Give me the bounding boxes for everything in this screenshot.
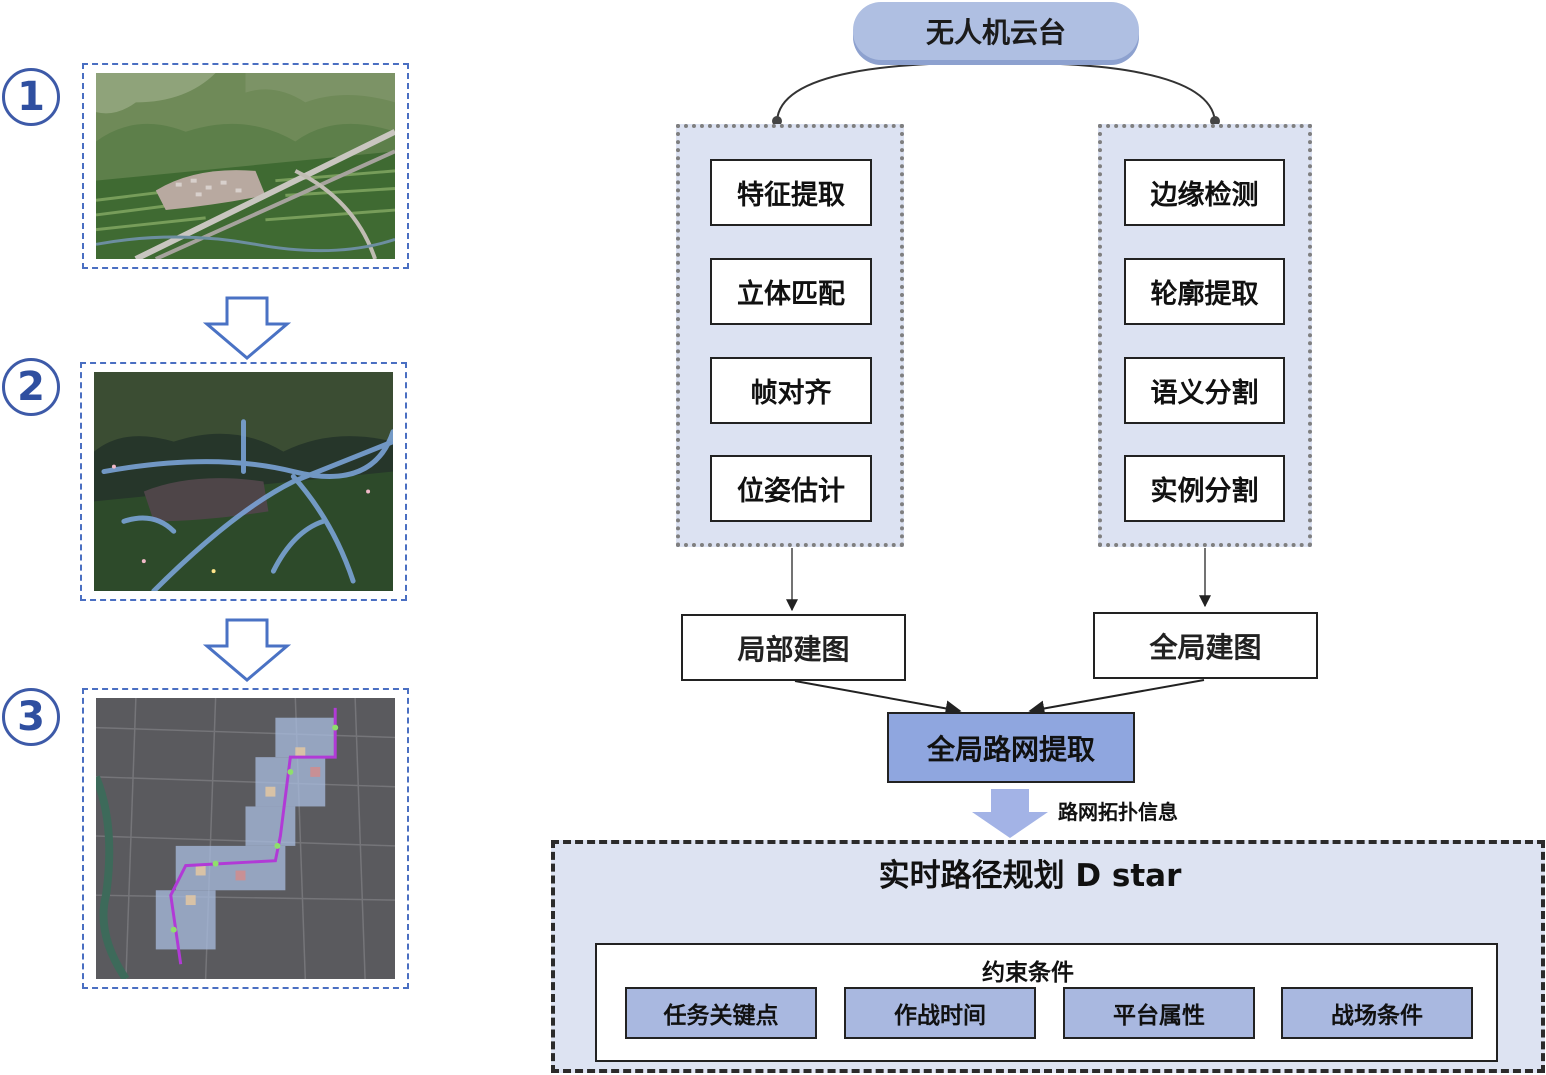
aerial-valley-photo <box>96 73 395 259</box>
step-number-1: 1 <box>2 68 60 126</box>
road-network-overlay-photo-frame <box>80 362 407 601</box>
down-block-arrow-icon <box>972 789 1048 838</box>
road-network-extraction-box: 全局路网提取 <box>887 712 1135 783</box>
gimbal-pill: 无人机云台 <box>853 2 1139 60</box>
right-step-instance-segmentation: 实例分割 <box>1124 455 1285 522</box>
topology-info-label: 路网拓扑信息 <box>1058 800 1178 824</box>
step-number-3: 3 <box>2 688 60 746</box>
city-path-grid-photo <box>96 698 395 979</box>
constraints-title: 约束条件 <box>982 960 1074 986</box>
left-step-stereo-matching: 立体匹配 <box>710 258 872 325</box>
right-step-semantic-segmentation: 语义分割 <box>1124 357 1285 424</box>
step-number-2: 2 <box>2 358 60 416</box>
constraint-battlefield-conditions: 战场条件 <box>1281 987 1473 1039</box>
city-path-grid-photo-frame <box>82 688 409 989</box>
road-network-overlay-photo <box>94 372 393 591</box>
aerial-valley-photo-frame <box>82 63 409 269</box>
local-map-box: 局部建图 <box>681 614 906 681</box>
global-map-box: 全局建图 <box>1093 612 1318 679</box>
constraint-operation-time: 作战时间 <box>844 987 1036 1039</box>
left-step-frame-alignment: 帧对齐 <box>710 357 872 424</box>
left-step-pose-estimation: 位姿估计 <box>710 455 872 522</box>
left-step-feature-extraction: 特征提取 <box>710 159 872 226</box>
down-hollow-arrow-icon <box>203 296 291 360</box>
right-step-edge-detection: 边缘检测 <box>1124 159 1285 226</box>
constraint-platform-attributes: 平台属性 <box>1063 987 1255 1039</box>
right-step-contour-extraction: 轮廓提取 <box>1124 258 1285 325</box>
path-planning-title: 实时路径规划 D star <box>878 858 1182 894</box>
constraint-mission-keypoints: 任务关键点 <box>625 987 817 1039</box>
down-hollow-arrow-icon <box>203 618 291 682</box>
